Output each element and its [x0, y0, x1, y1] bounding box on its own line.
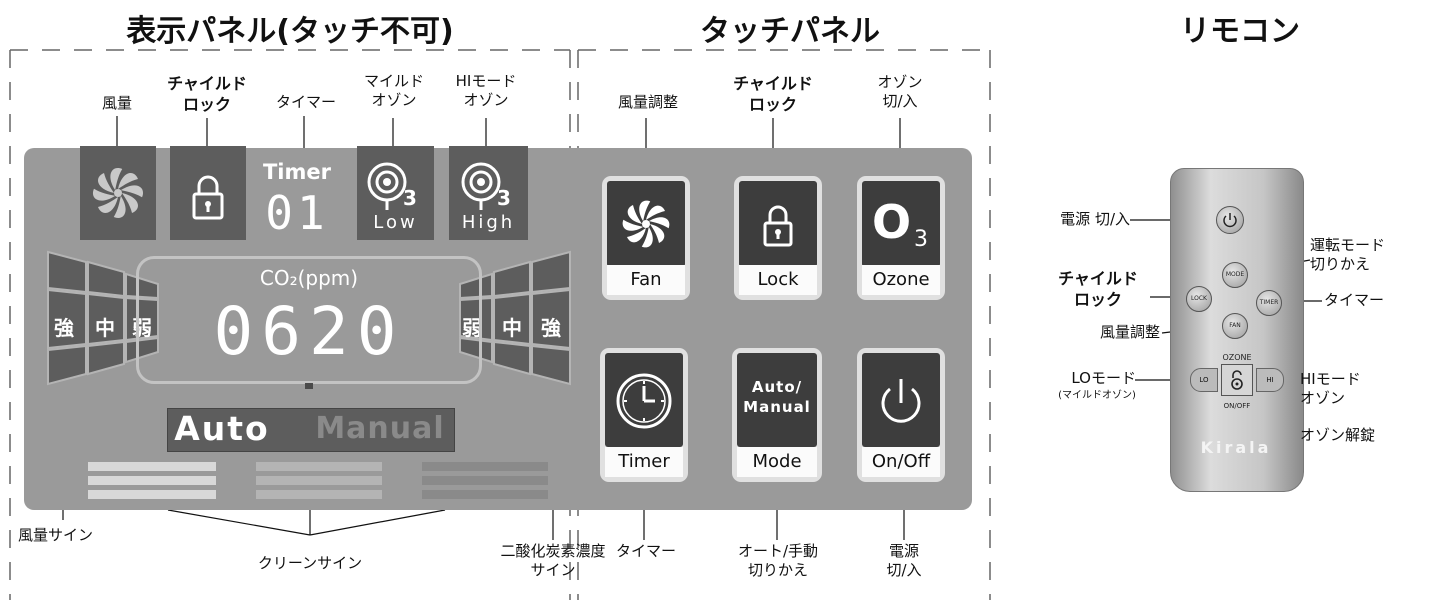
- ozone-glyph: O: [872, 195, 912, 249]
- remote-fan-button[interactable]: FAN: [1222, 313, 1248, 339]
- remote-timer-button[interactable]: TIMER: [1256, 290, 1282, 316]
- remote-label-mode: 運転モード 切りかえ: [1310, 236, 1386, 273]
- mode-manual: Manual: [315, 411, 445, 446]
- fan-level-right: [459, 250, 571, 386]
- remote-label-fan: 風量調整: [1099, 323, 1160, 341]
- remote-unlock-button[interactable]: [1221, 364, 1253, 396]
- label-power: 電源 切/入: [886, 542, 922, 579]
- power-button-label: On/Off: [862, 447, 940, 477]
- lock-icon: [763, 205, 793, 247]
- mode-button-label: Mode: [737, 447, 817, 477]
- power-button-face: [862, 353, 940, 447]
- remote-mode-button[interactable]: MODE: [1222, 262, 1248, 288]
- lock-icon: [192, 175, 224, 220]
- ozone-button-face: O 3: [862, 181, 940, 267]
- remote-label-timer: タイマー: [1324, 291, 1385, 309]
- remote-brand: Kirala: [1200, 438, 1272, 457]
- label-auto-manual: オート/手動 切りかえ: [737, 542, 819, 579]
- ozone-button[interactable]: O 3 Ozone: [857, 176, 945, 300]
- co2-value: 0620: [213, 293, 405, 370]
- fan-button[interactable]: Fan: [602, 176, 690, 300]
- label-hi-mode-ozone: HIモード オゾン: [455, 72, 517, 109]
- label-ozone-toggle: オゾン 切/入: [877, 73, 923, 110]
- fan-level-right-weak: 弱: [462, 316, 482, 340]
- fan-icon: [93, 168, 143, 218]
- fan-button-face: [607, 181, 685, 267]
- timer-button-label: Timer: [605, 447, 683, 477]
- clean-sign-bars-1: [88, 462, 216, 502]
- display-panel-heading: 表示パネル(タッチ不可): [126, 14, 454, 49]
- remote-label-power: 電源 切/入: [1060, 210, 1130, 228]
- co2-label: CO₂(ppm): [259, 266, 359, 290]
- label-co2-sign: 二酸化炭素濃度 サイン: [500, 542, 606, 579]
- mode-button[interactable]: Auto/ Manual Mode: [732, 348, 822, 482]
- remote-label-hi: HIモード オゾン: [1300, 370, 1361, 407]
- fan-level-left-mid: 中: [95, 316, 115, 340]
- lcd-timer-word: Timer: [262, 160, 331, 184]
- remote-label-lo: LOモード: [1071, 369, 1136, 387]
- ozone-high-text: High: [461, 212, 516, 233]
- power-icon: [881, 379, 921, 423]
- clock-icon: [616, 373, 672, 429]
- ozone-icon: [461, 162, 501, 210]
- label-mild-ozone: マイルド オゾン: [363, 72, 424, 109]
- ozone-icon: [367, 162, 407, 210]
- clean-sign-bars-3: [422, 462, 548, 502]
- fan-level-left-strong: 強: [54, 316, 74, 340]
- lock-button[interactable]: Lock: [734, 176, 822, 300]
- label-timer-touch: タイマー: [615, 542, 676, 560]
- ozone-button-label: Ozone: [862, 265, 940, 295]
- mode-button-face: Auto/ Manual: [737, 353, 817, 447]
- lcd-timer-digits: 01: [265, 186, 329, 240]
- label-child-lock-display: チャイルド ロック: [167, 74, 247, 114]
- label-fan-adjust: 風量調整: [617, 93, 678, 111]
- lcd-lock-tile: [170, 146, 246, 240]
- mode-strip: [167, 408, 455, 452]
- fan-level-left: [47, 250, 159, 386]
- remote-heading: リモコン: [1180, 14, 1300, 49]
- ozone-low-text: Low: [373, 212, 418, 233]
- co2-display-box: [136, 256, 482, 384]
- timer-button-face: [605, 353, 683, 447]
- remote-ozone-text: OZONE: [1222, 353, 1252, 362]
- label-clean-sign: クリーンサイン: [257, 554, 363, 572]
- mode-auto: Auto: [174, 409, 270, 448]
- clean-sign-bars-2: [256, 462, 382, 502]
- remote-hi-button[interactable]: HI: [1256, 368, 1284, 392]
- remote-label-unlock: オゾン解錠: [1300, 426, 1376, 444]
- fan-button-label: Fan: [607, 265, 685, 295]
- power-button[interactable]: On/Off: [857, 348, 945, 482]
- touch-panel-heading: タッチパネル: [700, 14, 880, 49]
- remote-label-child-lock: チャイルド ロック: [1058, 269, 1138, 309]
- remote-lo-button[interactable]: LO: [1190, 368, 1218, 392]
- remote-label-lo-sub: (マイルドオゾン): [1058, 390, 1136, 401]
- lcd-ozone-high-tile: 3 High: [449, 146, 528, 240]
- label-timer-display: タイマー: [275, 93, 336, 111]
- unlock-icon: [1231, 370, 1243, 390]
- ozone-high-subscript: 3: [497, 186, 511, 210]
- lock-button-label: Lock: [739, 265, 817, 295]
- co2-indicator-dot: [305, 383, 313, 389]
- timer-button[interactable]: Timer: [600, 348, 688, 482]
- power-icon: [1223, 213, 1237, 228]
- fan-level-right-strong: 強: [541, 316, 561, 340]
- lcd-ozone-low-tile: 3 Low: [357, 146, 434, 240]
- remote-onoff-text: ON/OFF: [1223, 402, 1251, 410]
- mode-face-text: Auto/ Manual: [743, 378, 811, 416]
- remote-lock-button[interactable]: LOCK: [1186, 286, 1212, 312]
- label-fan-volume: 風量: [101, 94, 132, 112]
- label-child-lock-touch: チャイルド ロック: [733, 74, 813, 114]
- label-fan-sign: 風量サイン: [18, 526, 94, 544]
- ozone-low-subscript: 3: [403, 186, 417, 210]
- fan-level-right-mid: 中: [502, 316, 522, 340]
- lcd-fan-tile: [80, 146, 156, 240]
- lock-button-face: [739, 181, 817, 267]
- remote-power-button[interactable]: [1216, 206, 1244, 234]
- fan-icon: [622, 200, 670, 248]
- ozone-glyph-sub: 3: [914, 227, 928, 252]
